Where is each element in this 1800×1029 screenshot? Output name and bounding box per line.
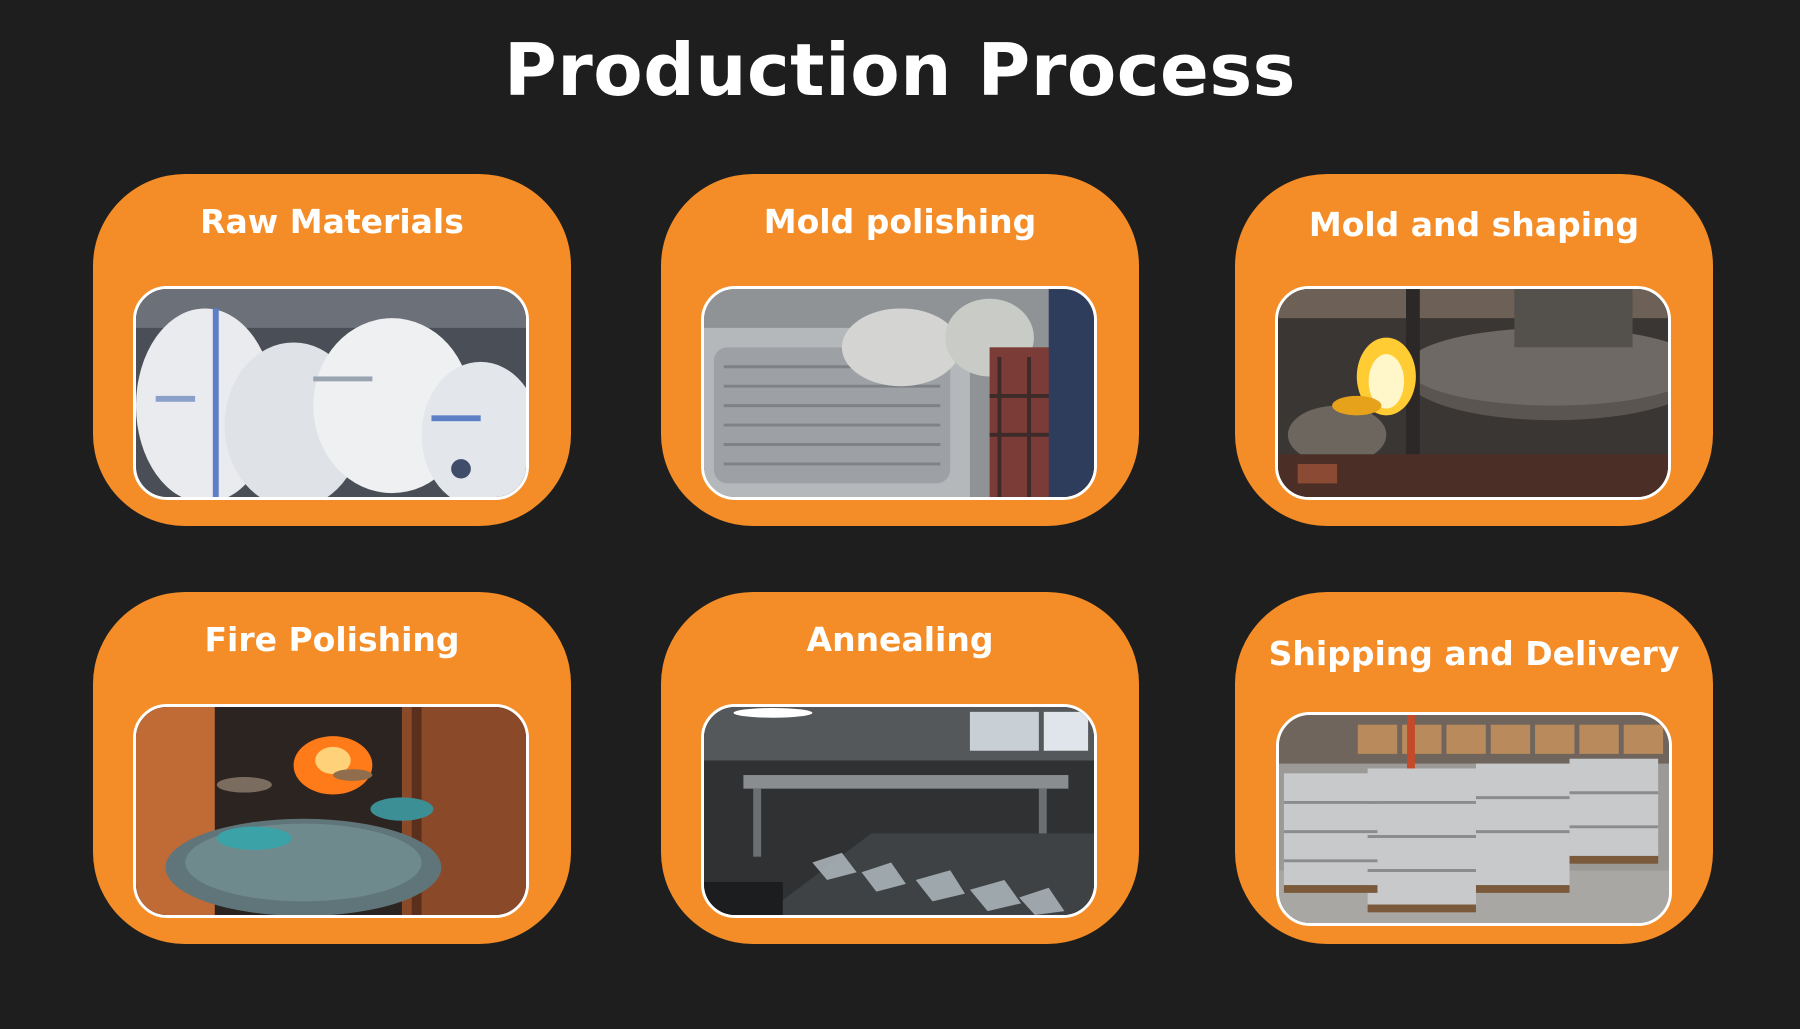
raw-materials-photo <box>133 286 529 500</box>
process-card-fire-polishing: Fire Polishing <box>93 592 571 944</box>
card-title: Raw Materials <box>200 202 464 241</box>
fire-polishing-photo <box>133 704 529 918</box>
process-card-mold-shaping: Mold and shaping <box>1235 174 1713 526</box>
mold-polishing-photo <box>701 286 1097 500</box>
annealing-photo <box>701 704 1097 918</box>
card-title: Shipping and Delivery <box>1268 634 1680 673</box>
process-card-mold-polishing: Mold polishing <box>661 174 1139 526</box>
card-title: Annealing <box>806 620 994 659</box>
card-title: Fire Polishing <box>204 620 460 659</box>
card-title: Mold polishing <box>763 202 1037 241</box>
mold-shaping-photo <box>1275 286 1671 500</box>
page-title: Production Process <box>503 28 1297 112</box>
process-card-shipping-delivery: Shipping and Delivery <box>1235 592 1713 944</box>
shipping-photo <box>1276 712 1672 926</box>
process-card-raw-materials: Raw Materials <box>93 174 571 526</box>
card-title: Mold and shaping <box>1308 205 1640 244</box>
process-card-annealing: Annealing <box>661 592 1139 944</box>
